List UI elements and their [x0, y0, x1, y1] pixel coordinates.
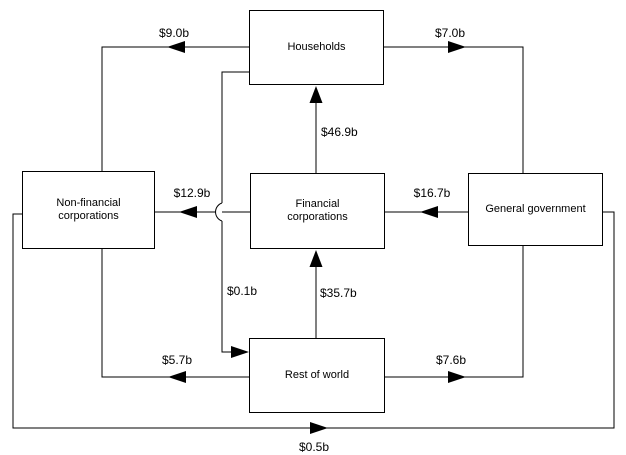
arrowhead-left-icon: [167, 41, 185, 53]
arrowhead-right-icon: [448, 41, 466, 53]
flow-households-to-restofworld: [215, 71, 249, 358]
flow-households-to-government: [384, 41, 524, 173]
arrowhead-up-icon: [309, 86, 323, 103]
node-households: Households: [249, 10, 384, 85]
line-hop-arc: [215, 202, 223, 222]
arrowhead-left-icon: [168, 371, 186, 383]
arrowhead-right-icon: [310, 422, 328, 434]
node-financial-corporations-label: Financial corporations: [287, 198, 348, 223]
flow-financial-to-nonfinancial: [155, 206, 250, 218]
node-financial-corporations: Financial corporations: [250, 173, 385, 249]
flow-restofworld-to-nonfinancial: [101, 249, 249, 383]
flow-nonfinancial-to-government: [12, 211, 615, 434]
flow-label-financial-to-households: $46.9b: [321, 125, 358, 139]
node-nonfinancial-corporations: Non-financial corporations: [22, 171, 155, 249]
node-rest-of-world: Rest of world: [249, 338, 385, 413]
flow-label-financial-to-nonfinancial: $12.9b: [173, 186, 211, 200]
arrowhead-right-icon: [231, 346, 249, 358]
flow-households-to-nonfinancial: [101, 41, 249, 171]
flow-government-to-financial: [385, 206, 468, 218]
flow-label-households-to-nonfinancial: $9.0b: [158, 26, 190, 40]
node-general-government: General government: [468, 173, 603, 246]
flow-label-restofworld-to-financial: $35.7b: [320, 286, 357, 300]
node-general-government-label: General government: [485, 203, 586, 215]
flow-label-restofworld-to-nonfinancial: $5.7b: [161, 353, 193, 367]
flow-label-government-to-financial: $16.7b: [413, 186, 451, 200]
arrowhead-right-icon: [448, 371, 466, 383]
node-rest-of-world-label: Rest of world: [284, 369, 350, 381]
node-nonfinancial-corporations-label: Non-financial corporations: [56, 197, 121, 222]
arrowhead-up-icon: [309, 250, 323, 267]
flow-restofworld-to-government: [385, 246, 524, 383]
flow-financial-to-households: [309, 86, 323, 173]
flow-label-households-to-restofworld: $0.1b: [227, 284, 258, 298]
flow-label-restofworld-to-government: $7.6b: [435, 353, 467, 367]
arrowhead-left-icon: [179, 206, 197, 218]
arrowhead-left-icon: [420, 206, 438, 218]
flow-label-nonfinancial-to-government: $0.5b: [298, 440, 330, 454]
flow-label-households-to-government: $7.0b: [434, 26, 466, 40]
flow-restofworld-to-financial: [309, 250, 323, 338]
node-households-label: Households: [287, 41, 346, 53]
